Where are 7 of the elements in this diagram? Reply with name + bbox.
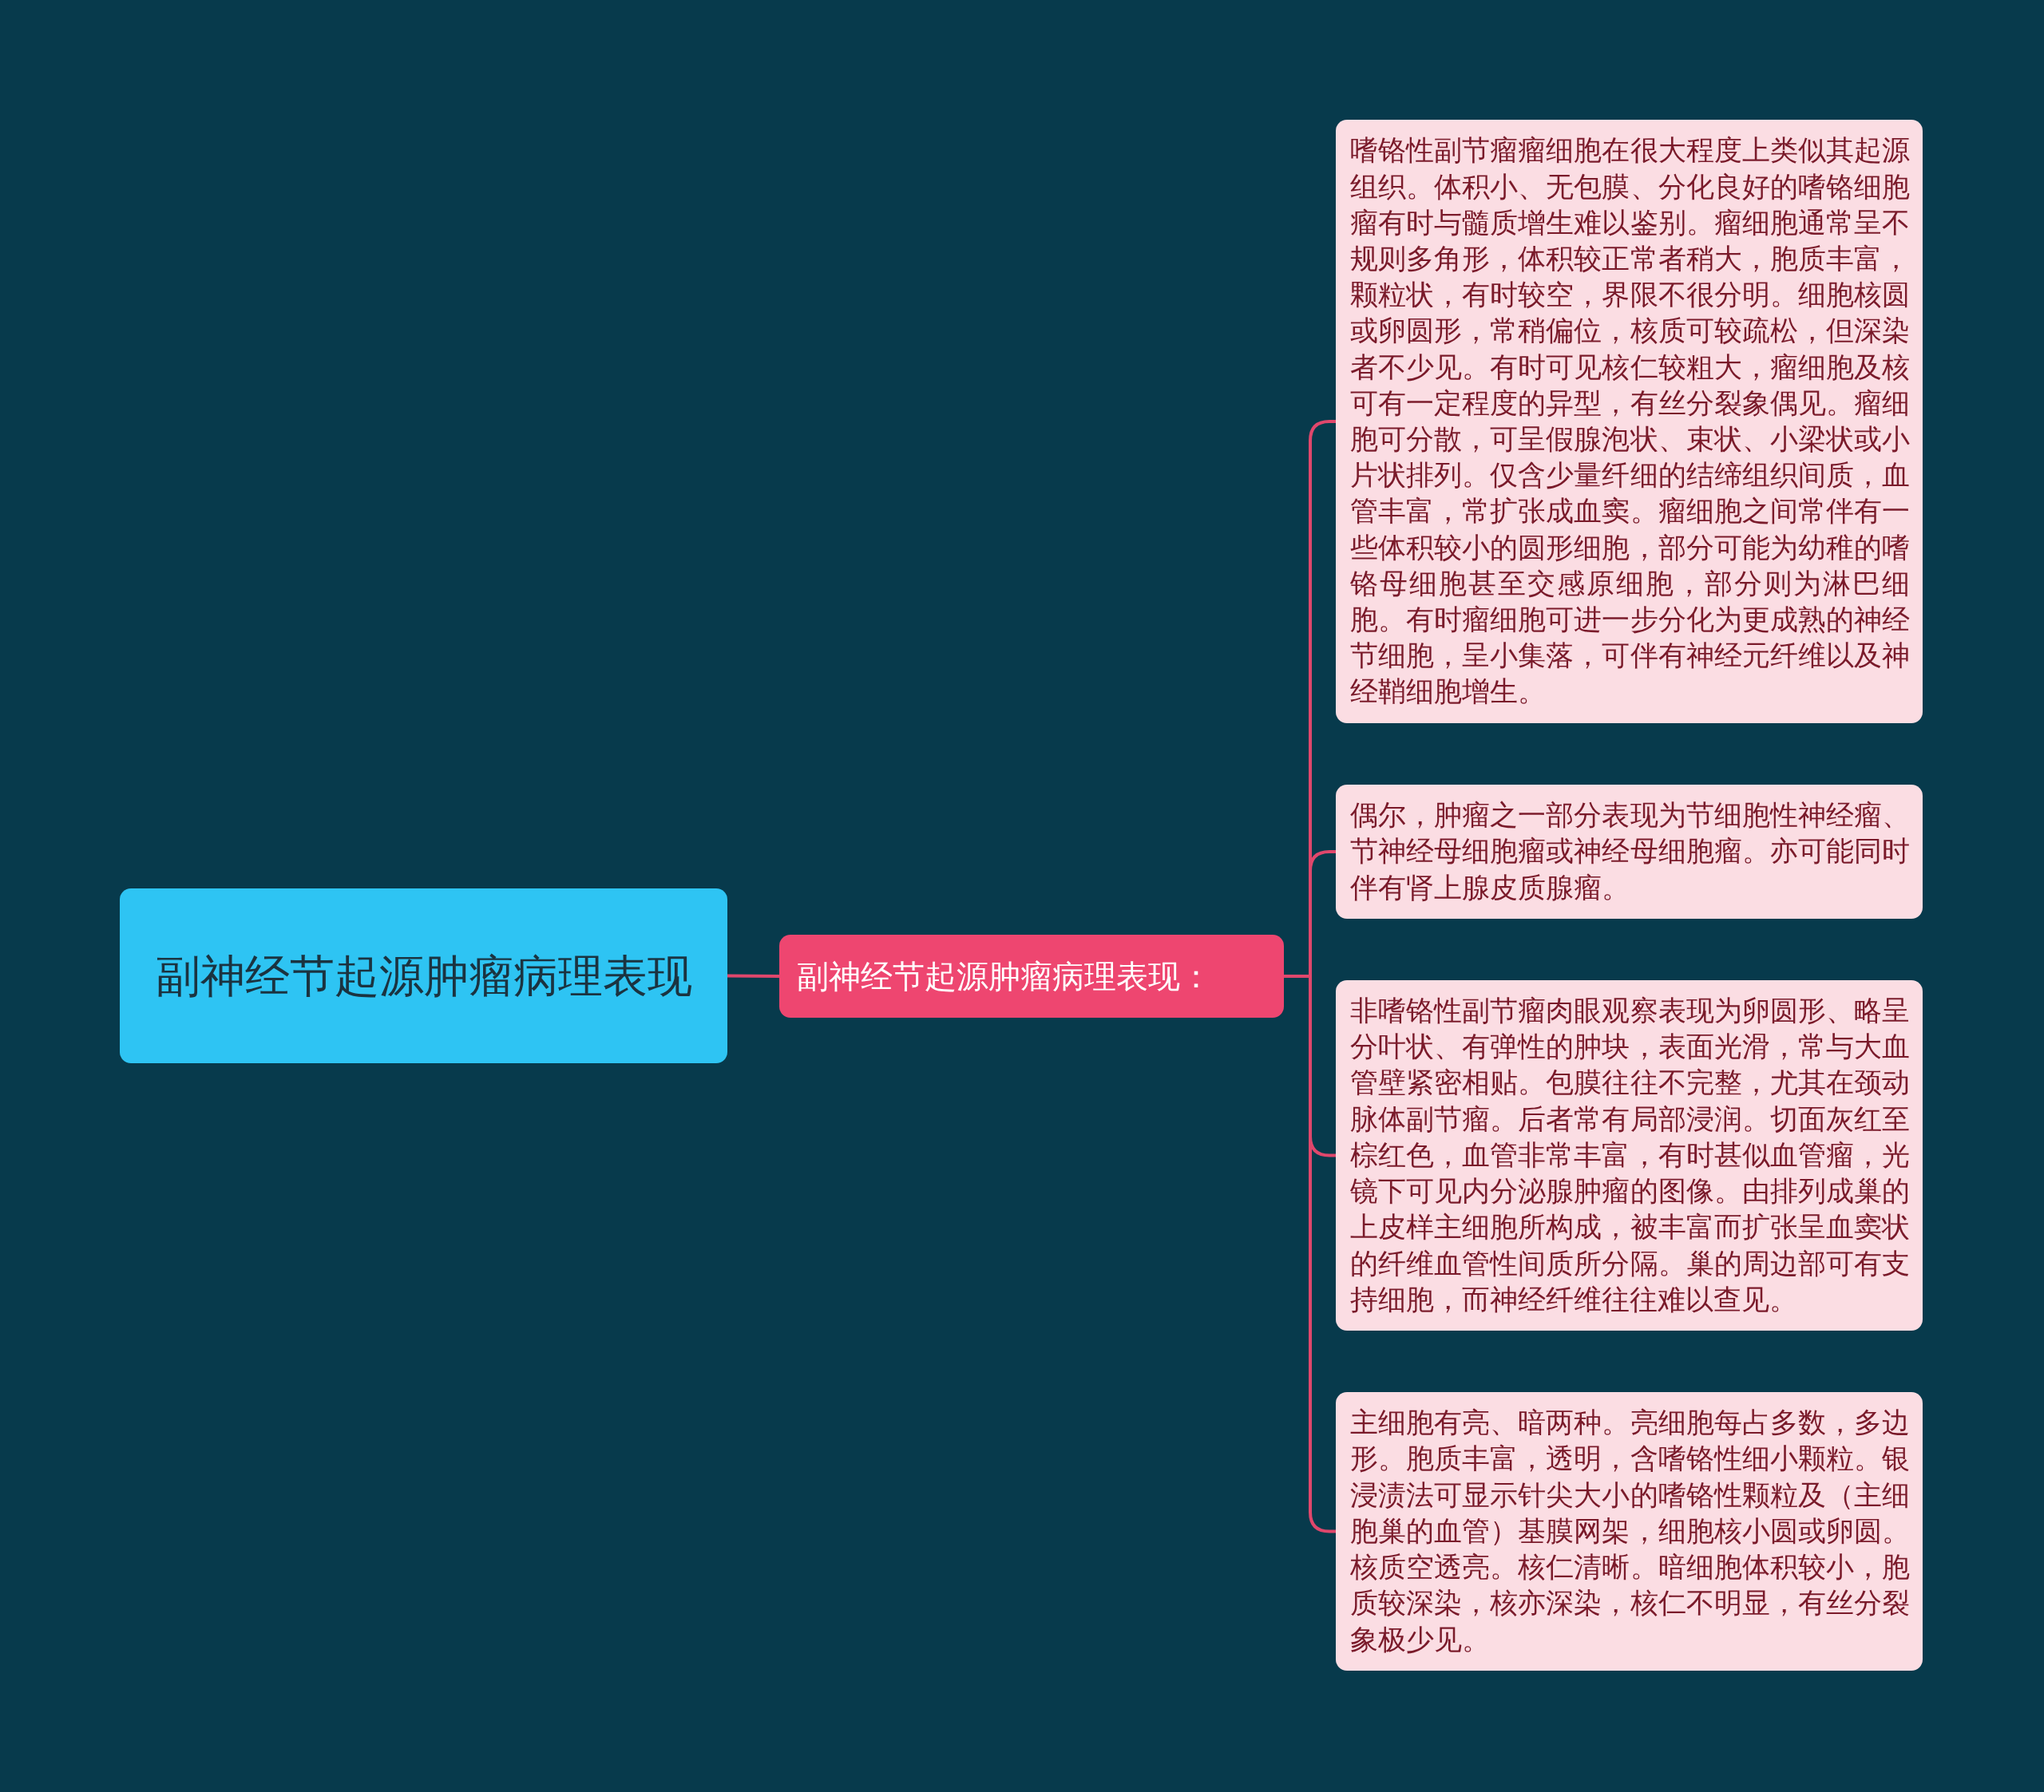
root-box: 副神经节起源肿瘤病理表现 xyxy=(120,888,727,1063)
topic-box: 副神经节起源肿瘤病理表现： xyxy=(779,935,1284,1018)
text-box: 嗜铬性副节瘤瘤细胞在很大程度上类似其起源组织。体积小、无包膜、分化良好的嗜铬细胞瘤有时与髓质增生难以鉴别。瘤细胞通常呈不规则多角形，体积较正常者稍大，胞质丰富，颗粒状，有时较空，界限不很分明。细胞核圆或卵圆形，常稍偏位，核质可较疏松，但深染者不少见。有时可见核仁较粗大，瘤细胞及核可有一定程度的异型，有丝分裂象偶见。瘤细胞可分散，可呈假腺泡状、束状、小梁状或小片状排列。仅含少量纤细的结缔组织间质，血管丰富，常扩张成血窦。瘤细胞之间常伴有一些体积较小的圆形细胞，部分可能为幼稚的嗜铬母细胞甚至交感原细胞，部分则为淋巴细胞。有时瘤细胞可进一步分化为更成熟的神经节细胞，呈小集落，可伴有神经元纤维以及神经鞘细胞增生。 xyxy=(1336,120,1923,723)
connector-line xyxy=(727,974,779,978)
text-box: 主细胞有亮、暗两种。亮细胞每占多数，多边形。胞质丰富，透明，含嗜铬性细小颗粒。银浸渍法可显示针尖大小的嗜铬性颗粒及（主细胞巢的血管）基膜网架，细胞核小圆或卵圆。核质空透亮。核仁清晰。暗细胞体积较小，胞质较深染，核亦深染，核仁不明显，有丝分裂象极少见。 xyxy=(1336,1392,1923,1671)
text-box: 偶尔，肿瘤之一部分表现为节细胞性神经瘤、节神经母细胞瘤或神经母细胞瘤。亦可能同时伴有肾上腺皮质腺瘤。 xyxy=(1336,785,1923,919)
text-box: 非嗜铬性副节瘤肉眼观察表现为卵圆形、略呈分叶状、有弹性的肿块，表面光滑，常与大血管壁紧密相贴。包膜往往不完整，尤其在颈动脉体副节瘤。后者常有局部浸润。切面灰红至棕红色，血管非常丰富，有时甚似血管瘤，光镜下可见内分泌腺肿瘤的图像。由排列成巢的上皮样主细胞所构成，被丰富而扩张呈血窦状的纤维血管性间质所分隔。巢的周边部可有支持细胞，而神经纤维往往难以查见。 xyxy=(1336,980,1923,1331)
